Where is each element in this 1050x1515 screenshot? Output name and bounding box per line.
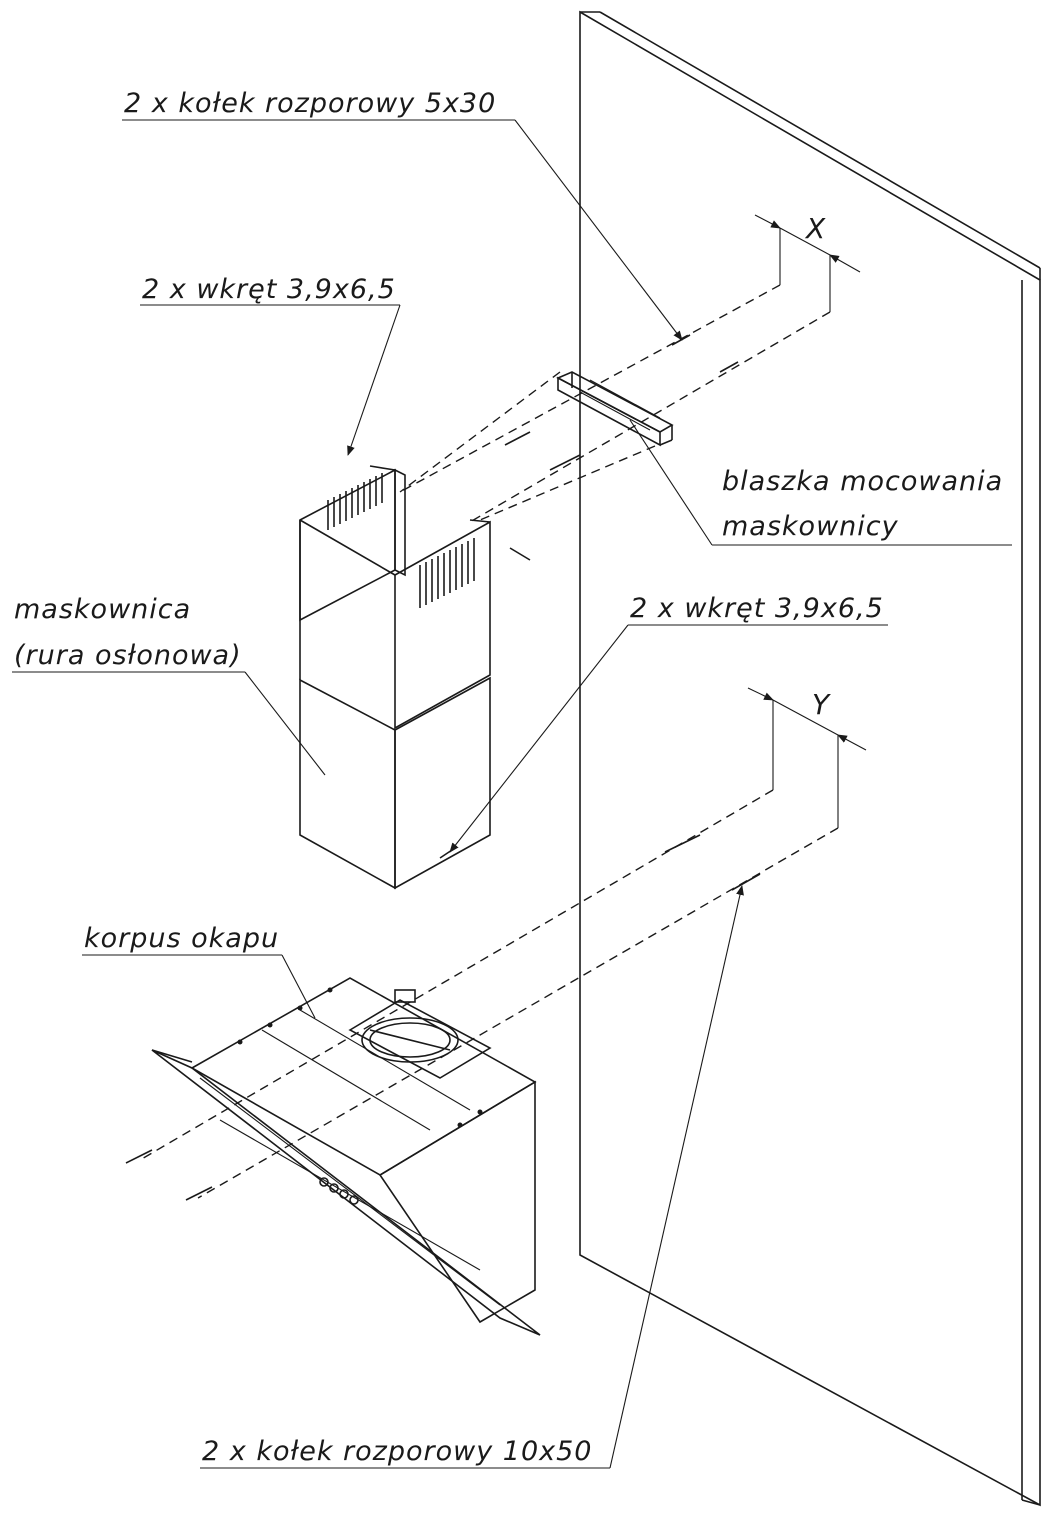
label-body: korpus okapu [84,923,279,954]
screw-upper-2 [549,454,581,471]
screw-cover-side [509,547,531,561]
screw-body-1 [125,1149,153,1164]
leader-cover [12,671,326,776]
dimension-y [747,687,867,828]
leader-plug-top [122,119,683,341]
vent-slots-right [419,538,475,608]
alignment-lines-upper [399,284,831,523]
dimension-x-label: X [804,212,826,245]
label-screw-top: 2 x wkręt 3,9x6,5 [142,274,396,305]
dimension-y-label: Y [812,688,831,721]
leader-screw-bottom [449,624,888,853]
chimney-cover [299,465,491,890]
leader-plug-bottom [200,885,744,1469]
control-buttons [319,1177,359,1205]
wall-plug-large-2 [731,873,761,891]
wall-plug-small-1 [671,334,691,346]
label-cover-line2: (rura osłonowa) [14,640,242,671]
label-cover-line1: maskownica [14,594,191,625]
vent-slots-left [327,473,383,530]
leader-bracket [629,419,1012,546]
label-screw-bottom: 2 x wkręt 3,9x6,5 [630,593,884,624]
wall [579,10,1041,1507]
dimension-x [754,214,861,312]
leader-body [82,954,316,1019]
alignment-lines-lower [139,789,839,1199]
leader-screw-top [140,304,401,456]
screw-upper-1 [504,431,531,446]
label-bracket-line2: maskownicy [722,511,899,542]
wall-plug-small-2 [719,361,739,373]
cover-mounting-bracket [556,371,674,447]
label-plug-bottom: 2 x kołek rozporowy 10x50 [202,1436,592,1467]
screw-body-2 [185,1186,213,1201]
label-plug-top: 2 x kołek rozporowy 5x30 [124,88,496,119]
label-bracket-line1: blaszka mocowania [722,466,1003,497]
hood-body [151,977,541,1336]
wall-plug-large-1 [664,834,701,853]
